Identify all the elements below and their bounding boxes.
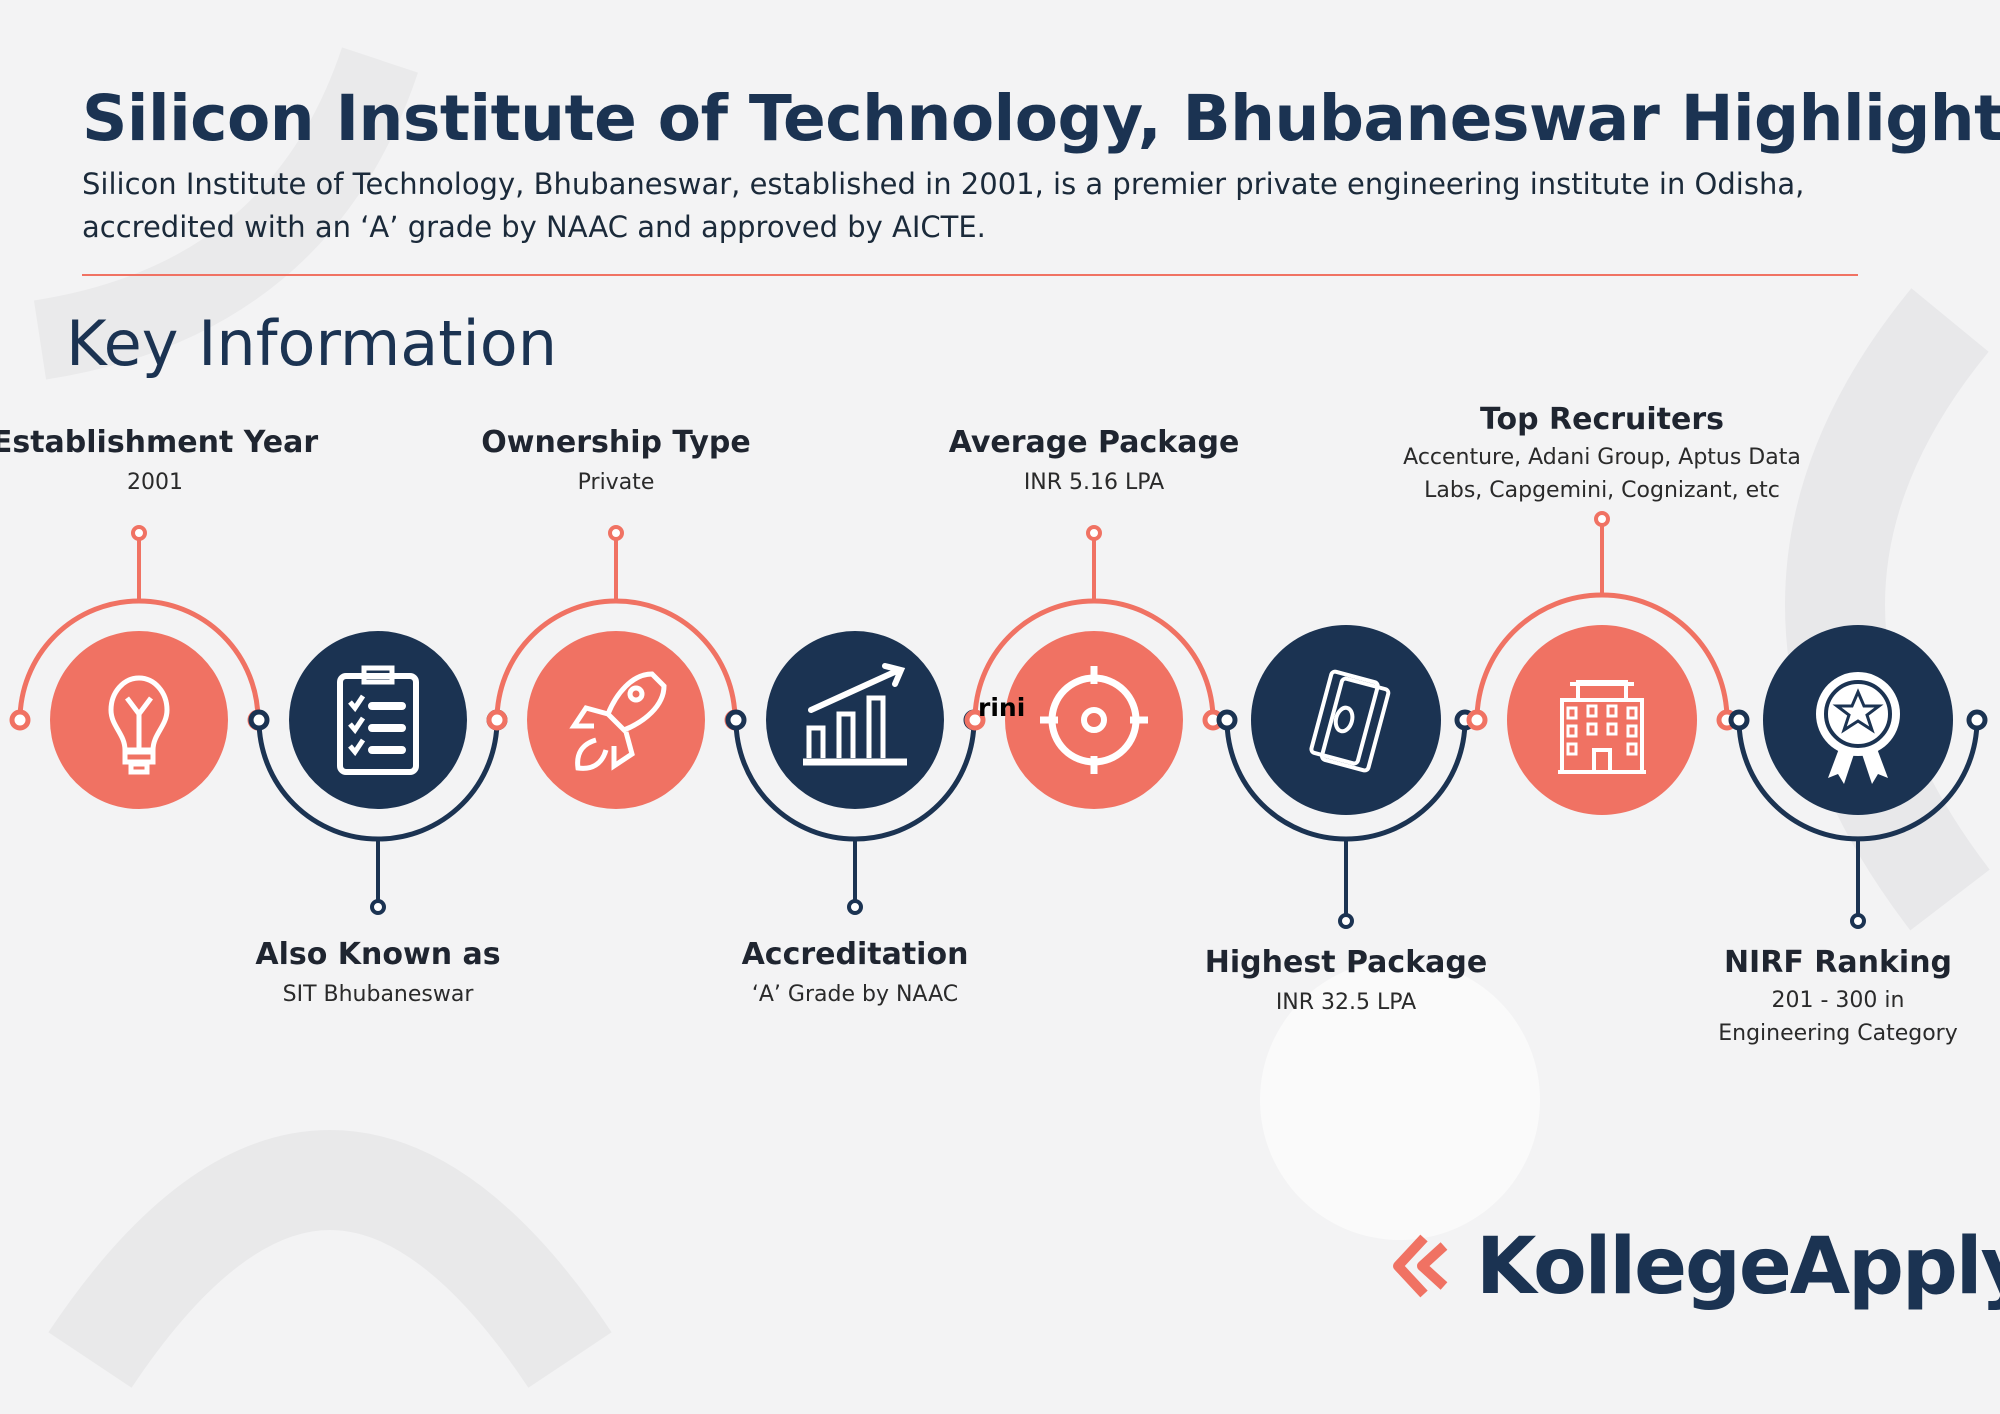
divider <box>82 274 1858 276</box>
info-value: 2001 <box>126 470 183 495</box>
info-title: Highest Package <box>1204 945 1488 980</box>
connector-node <box>248 709 270 731</box>
connector-node <box>1466 709 1488 731</box>
logo-text: KollegeApply <box>1476 1222 2000 1312</box>
icon-circle <box>1005 631 1183 809</box>
connector-dot <box>608 525 624 541</box>
award-badge-icon <box>1816 672 1900 784</box>
kollegeapply-logo-icon <box>1393 1234 1448 1298</box>
info-label: Also Known as SIT Bhubaneswar <box>255 937 500 1011</box>
info-value: INR 5.16 LPA <box>1023 470 1165 495</box>
icon-circle <box>1507 625 1697 815</box>
info-title: Establishment Year <box>0 425 319 460</box>
icon-circle <box>289 631 467 809</box>
info-value: Accenture, Adani Group, Aptus Data Labs,… <box>1403 445 1801 503</box>
section-title: Key Information <box>66 307 558 380</box>
connector-dot <box>370 899 386 915</box>
connector-dot <box>1594 511 1610 527</box>
connector-node <box>725 709 747 731</box>
growth-chart-icon <box>803 663 907 766</box>
rocket-icon <box>569 671 667 771</box>
info-title: Accreditation <box>741 937 969 972</box>
info-label: Establishment Year 2001 <box>0 425 318 499</box>
connector-node <box>1966 709 1988 731</box>
connector-dot <box>1086 525 1102 541</box>
page-title: Silicon Institute of Technology, Bhubane… <box>82 82 2000 155</box>
info-title: Top Recruiters <box>1479 402 1724 437</box>
connector-node <box>1728 709 1750 731</box>
info-value: 201 - 300 in Engineering Category <box>1718 988 1958 1046</box>
kollegeapply-logo: KollegeApply <box>1384 1222 2000 1312</box>
info-title: Ownership Type <box>481 425 751 460</box>
clipboard-checklist-icon <box>337 665 419 775</box>
connector-node <box>9 709 31 731</box>
info-label: NIRF Ranking 201 - 300 in Engineering Cat… <box>1703 945 1973 1050</box>
money-icon <box>1309 669 1391 773</box>
info-value: ‘A’ Grade by NAAC <box>751 982 959 1007</box>
connector-node <box>964 709 986 731</box>
connector-dot <box>131 525 147 541</box>
page-subtitle: Silicon Institute of Technology, Bhubane… <box>82 167 1805 244</box>
connector-arc <box>1474 592 1730 721</box>
info-value: INR 32.5 LPA <box>1275 990 1417 1015</box>
connector-dot <box>847 899 863 915</box>
connector-node <box>1216 709 1238 731</box>
stray-text: rini <box>978 693 1026 722</box>
lightbulb-icon <box>108 675 170 775</box>
connector-node <box>486 709 508 731</box>
connector-dot <box>1338 913 1354 929</box>
info-value: SIT Bhubaneswar <box>282 982 474 1007</box>
info-title: Average Package <box>948 425 1240 460</box>
info-value: Private <box>577 470 655 495</box>
icon-circle <box>1251 625 1441 815</box>
info-title: NIRF Ranking <box>1723 945 1953 980</box>
info-label: Accreditation ‘A’ Grade by NAAC <box>742 937 969 1011</box>
target-icon <box>1040 666 1148 774</box>
connector-dot <box>1850 913 1866 929</box>
building-icon <box>1558 680 1646 774</box>
info-title: Also Known as <box>255 937 501 972</box>
